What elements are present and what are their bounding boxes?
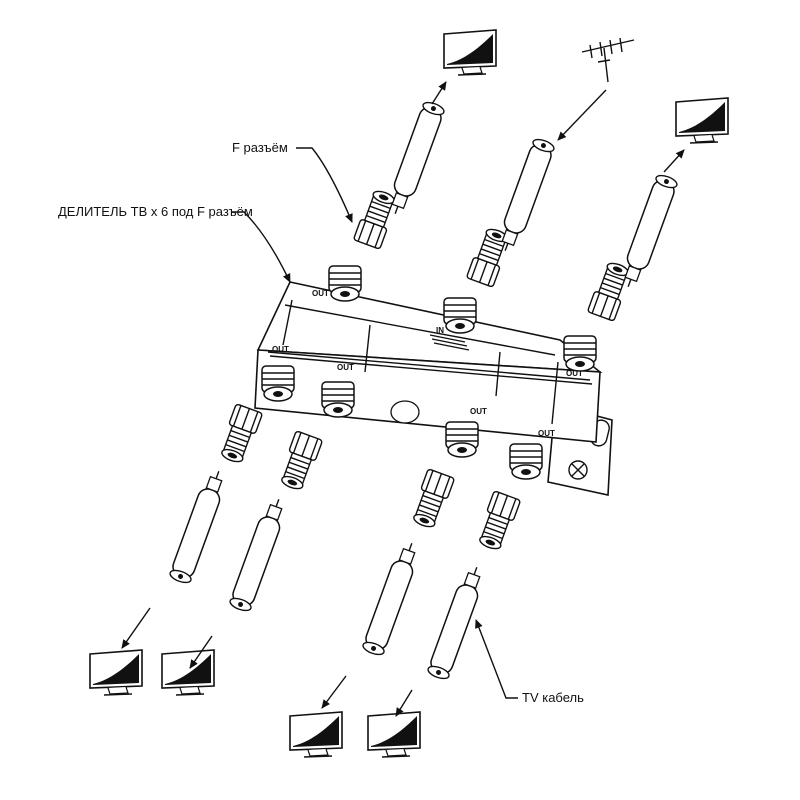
port-out-top-right — [563, 335, 597, 372]
tv-icon — [367, 711, 421, 758]
tv-icon — [675, 97, 729, 144]
port-label-out-5: OUT — [470, 407, 487, 416]
coax-cable-icon — [494, 136, 557, 256]
port-out-front-1 — [261, 365, 295, 402]
tv-icon — [161, 649, 215, 696]
port-out-front-3 — [445, 421, 479, 458]
tv-icon — [289, 711, 343, 758]
port-label-out-4: OUT — [566, 369, 583, 378]
coax-cable-icon — [617, 172, 680, 292]
f-connector-icon — [408, 468, 456, 531]
port-label-out-3: OUT — [337, 363, 354, 372]
f-connector-icon — [586, 259, 634, 322]
signal-arrows — [121, 81, 685, 717]
port-out-top-left — [328, 265, 362, 302]
label-tv-cable: TV кабель — [522, 690, 584, 705]
label-f-connector: F разъём — [232, 140, 288, 155]
port-in — [443, 297, 477, 334]
port-label-out-2: OUT — [272, 345, 289, 354]
port-label-out-1: OUT — [312, 289, 329, 298]
coax-cable-icon — [425, 562, 488, 682]
f-connector-icon — [352, 187, 400, 250]
f-connector-icon — [276, 430, 324, 493]
f-connector-icon — [216, 403, 264, 466]
label-splitter: ДЕЛИТЕЛЬ ТВ x 6 под F разъём — [58, 204, 253, 219]
coax-cable-icon — [360, 538, 423, 658]
port-out-front-4 — [509, 443, 543, 480]
tv-icon — [89, 649, 143, 696]
splitter-icon: OUT IN OUT OUT OUT OUT OUT — [254, 281, 613, 496]
coax-cable-icon — [167, 466, 230, 586]
f-connector-icon — [474, 490, 522, 553]
antenna-icon — [581, 37, 635, 83]
coax-cable-icon — [227, 494, 290, 614]
port-label-out-6: OUT — [538, 429, 555, 438]
port-out-front-2 — [321, 381, 355, 418]
tv-icon — [443, 29, 497, 76]
port-label-in: IN — [436, 326, 444, 335]
coax-cable-icon — [384, 99, 447, 219]
